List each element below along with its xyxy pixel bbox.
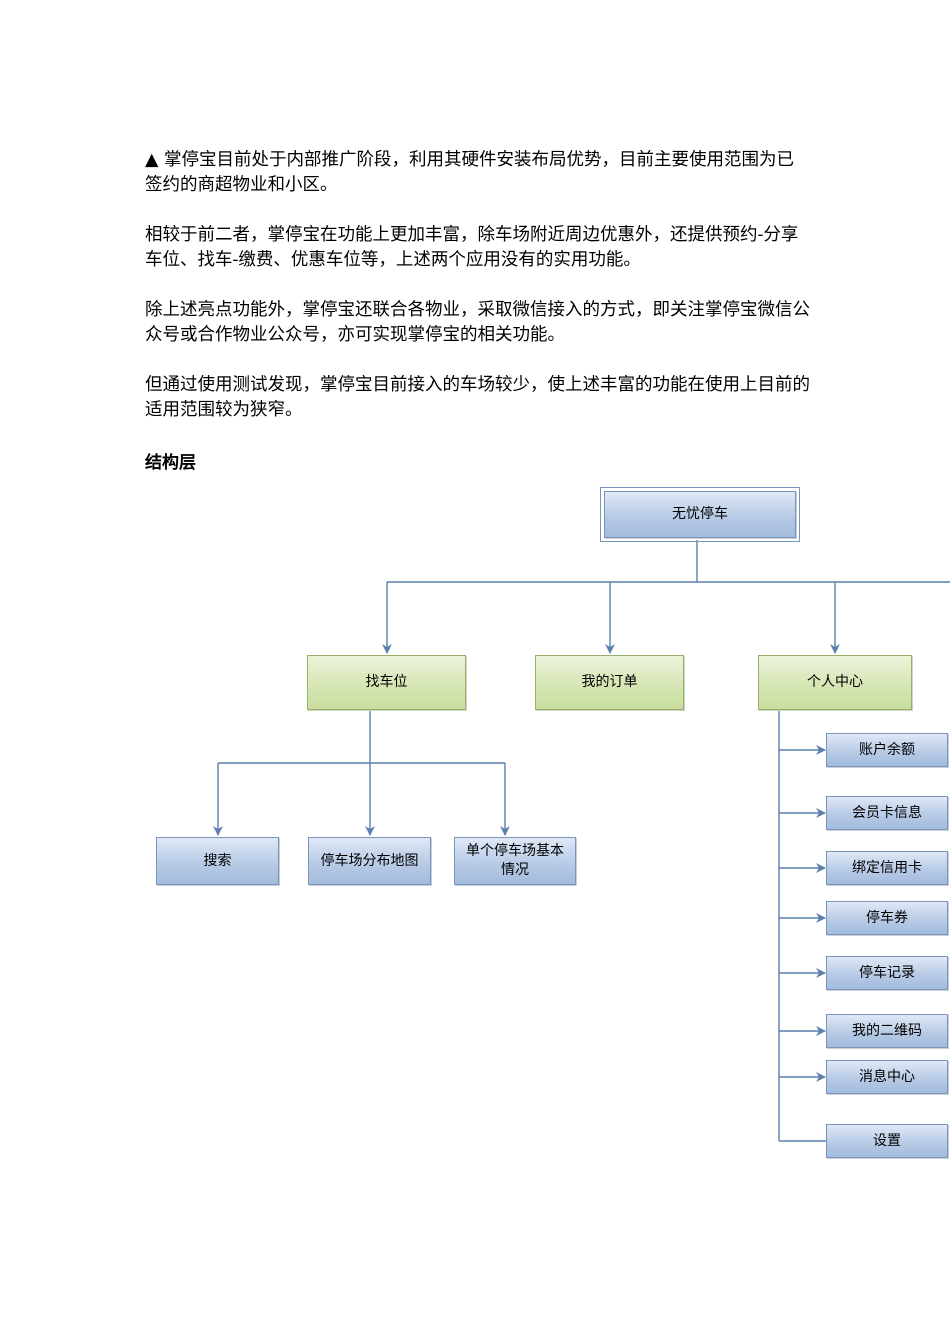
diagram-node-search: 搜索 [156,837,279,885]
paragraph-2: 相较于前二者，掌停宝在功能上更加丰富，除车场附近周边优惠外，还提供预约-分享车位… [145,225,799,270]
diagram-node-account-balance: 账户余额 [826,733,948,767]
diagram-node-personal-center: 个人中心 [758,655,912,710]
diagram-node-member-card: 会员卡信息 [826,796,948,830]
paragraph-3: 除上述亮点功能外，掌停宝还联合各物业，采取微信接入的方式，即关注掌停宝微信公众号… [145,300,810,345]
diagram-node-parking-map: 停车场分布地图 [308,837,431,885]
diagram-node-parking-coupon: 停车券 [826,901,948,935]
diagram-node-parking-info: 单个停车场基本情况 [454,837,576,885]
paragraph-4: 但通过使用测试发现，掌停宝目前接入的车场较少，使上述丰富的功能在使用上目前的适用… [145,375,810,420]
diagram-node-find-parking: 找车位 [307,655,466,710]
diagram-node-my-orders: 我的订单 [535,655,684,710]
diagram-node-credit-card: 绑定信用卡 [826,851,948,885]
diagram-node-qr-code: 我的二维码 [826,1014,948,1048]
diagram-node-message-center: 消息中心 [826,1060,948,1094]
diagram-node-settings: 设置 [826,1124,948,1158]
diagram-node-root: 无忧停车 [600,487,800,542]
diagram-node-parking-records: 停车记录 [826,956,948,990]
section-title: 结构层 [145,453,196,473]
paragraph-1: ▲ 掌停宝目前处于内部推广阶段，利用其硬件安装布局优势，目前主要使用范围为已签约… [145,150,795,195]
